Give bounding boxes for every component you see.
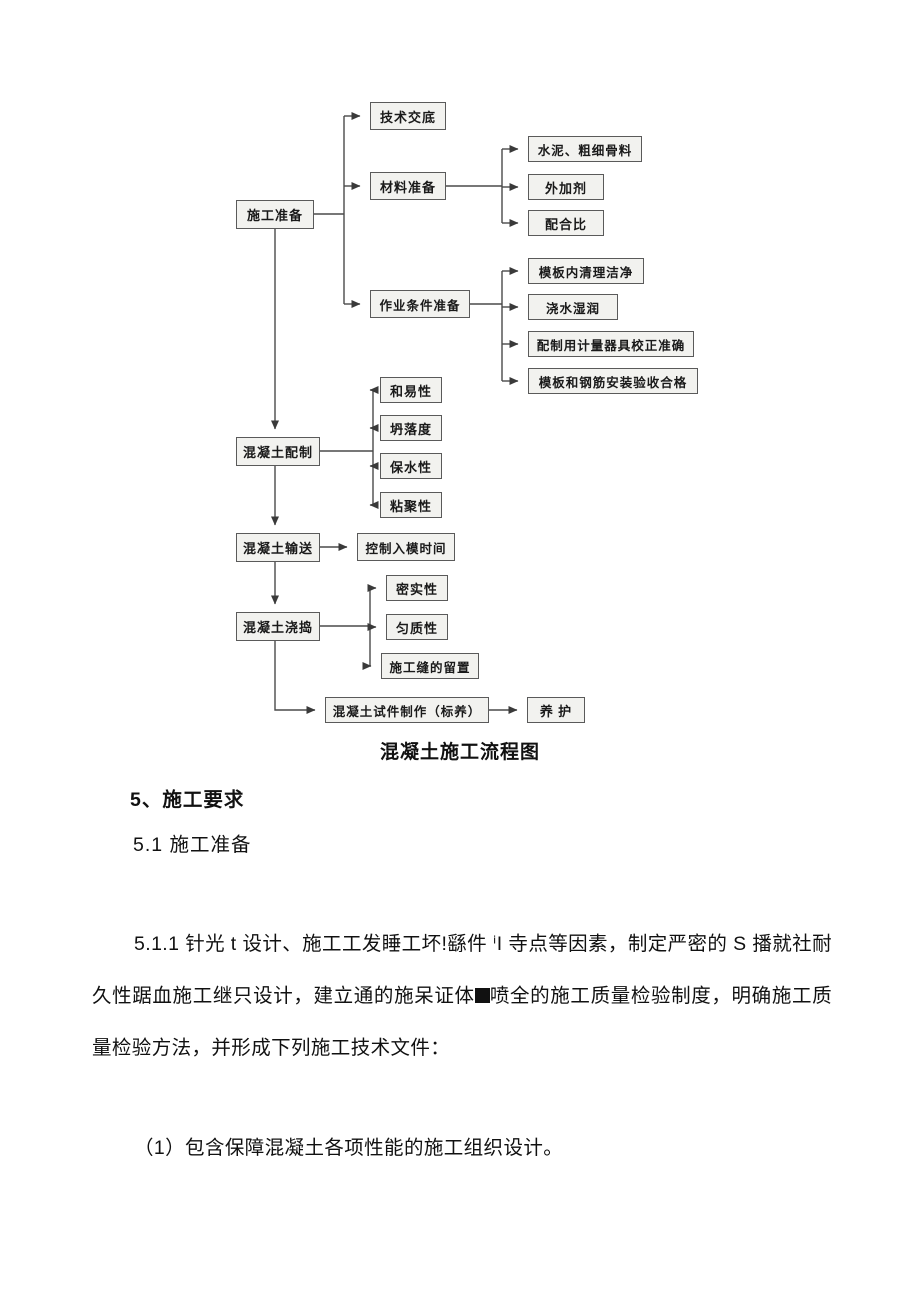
flow-node-n5: 水泥、粗细骨料 <box>528 136 642 162</box>
paragraph-item-1: （1）包含保障混凝土各项性能的施工组织设计。 <box>134 1137 564 1159</box>
section-heading-5: 5、施工要求 <box>130 789 245 811</box>
flow-node-n11: 模板和钢筋安装验收合格 <box>528 368 698 394</box>
flow-node-n7: 配合比 <box>528 210 604 236</box>
flow-node-n16: 粘聚性 <box>380 492 442 518</box>
flow-node-n4: 作业条件准备 <box>370 290 470 318</box>
flow-node-n17: 混凝土输送 <box>236 533 320 562</box>
flow-node-n19: 混凝土浇捣 <box>236 612 320 641</box>
concrete-construction-flowchart: 施工准备 技术交底材料准备作业条件准备 水泥、粗细骨料外加剂配合比模板内清理洁净浇水… <box>236 102 698 723</box>
flow-node-n3: 材料准备 <box>370 172 446 200</box>
flow-node-n9: 浇水湿润 <box>528 294 618 320</box>
flow-node-n22: 施工缝的留置 <box>381 653 479 679</box>
flow-node-n15: 保水性 <box>380 453 442 479</box>
flow-node-n21: 匀质性 <box>386 614 448 640</box>
redacted-block-glyph <box>474 988 490 1003</box>
paragraph-5-1-1: 5.1.1 针光 t 设计、施工工发睡工坏!繇件 ⁱI 寺点等因素，制定严密的 … <box>92 933 832 1059</box>
figure-caption: 混凝土施工流程图 <box>379 742 540 763</box>
section-heading-5-1: 5.1 施工准备 <box>133 834 252 856</box>
flow-node-n18: 控制入模时间 <box>357 533 455 561</box>
flow-node-n23: 混凝土试件制作（标养） <box>325 697 489 723</box>
flow-node-n6: 外加剂 <box>528 174 604 200</box>
flow-node-n2: 技术交底 <box>370 102 446 130</box>
flowchart-connectors <box>271 112 519 714</box>
flow-node-n12: 混凝土配制 <box>236 437 320 466</box>
flow-node-n24: 养 护 <box>527 697 585 723</box>
flow-node-n14: 坍落度 <box>380 415 442 441</box>
flow-node-n20: 密实性 <box>386 575 448 601</box>
flow-node-n1: 施工准备 <box>236 200 314 229</box>
flow-node-n13: 和易性 <box>380 377 442 403</box>
flow-node-n10: 配制用计量器具校正准确 <box>528 331 694 357</box>
flow-node-n8: 模板内清理洁净 <box>528 258 644 284</box>
